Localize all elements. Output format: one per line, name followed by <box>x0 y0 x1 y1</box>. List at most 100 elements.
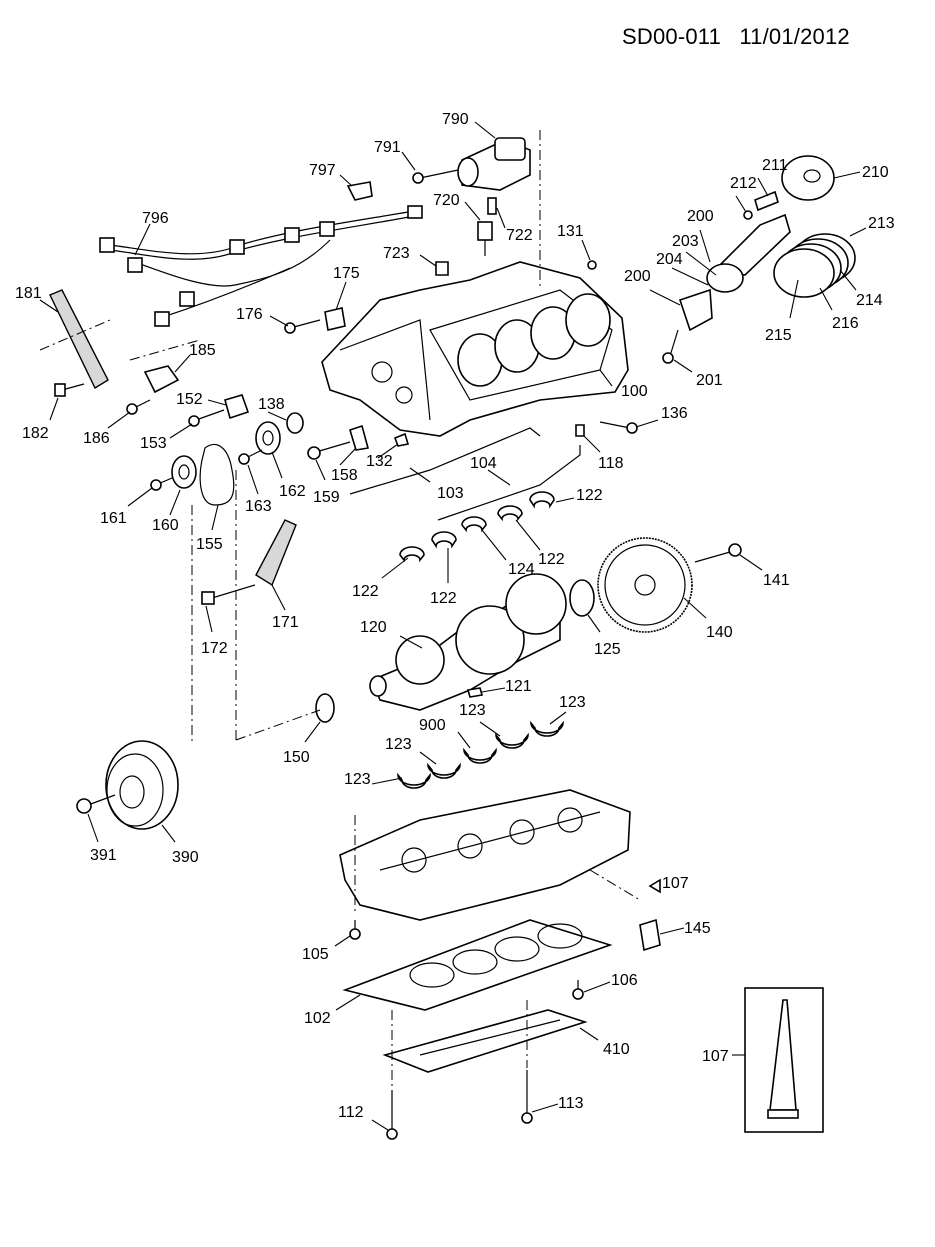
callout-214: 214 <box>856 292 883 309</box>
callout-160: 160 <box>152 517 179 534</box>
sprocket-162 <box>255 421 281 455</box>
rod-cap-200 <box>678 288 713 332</box>
callout-141: 141 <box>763 572 790 589</box>
callout-124: 124 <box>508 561 535 578</box>
callout-163: 163 <box>245 498 272 515</box>
sprocket-152 <box>224 394 250 420</box>
callout-186: 186 <box>83 430 110 447</box>
bolt-105 <box>349 920 361 940</box>
bolt-182 <box>54 383 85 397</box>
bolt-113 <box>521 1070 533 1124</box>
callout-720: 720 <box>433 192 460 209</box>
callout-131: 131 <box>557 223 584 240</box>
bolt-186 <box>126 399 151 415</box>
guide-158 <box>349 424 370 451</box>
callout-211: 211 <box>762 157 788 174</box>
harmonic-balancer <box>105 740 179 830</box>
callout-153: 153 <box>140 435 167 452</box>
timing-chain <box>199 443 235 506</box>
engine-block <box>321 261 629 437</box>
lower-bearings <box>397 720 564 789</box>
callout-203: 203 <box>672 233 699 250</box>
pin-retainer-212 <box>743 210 753 220</box>
timing-guide-171 <box>255 519 297 587</box>
bedplate <box>339 789 631 921</box>
callout-105: 105 <box>302 946 329 963</box>
callout-200b: 200 <box>624 268 651 285</box>
callout-120: 120 <box>360 619 387 636</box>
callout-900: 900 <box>419 717 446 734</box>
centerline <box>235 709 321 741</box>
callout-212: 212 <box>730 175 757 192</box>
doc-code: SD00-011 <box>622 24 722 49</box>
dowel-118 <box>575 424 585 437</box>
windage-tray <box>382 1009 588 1073</box>
centerline <box>589 869 641 901</box>
callout-722: 722 <box>506 227 533 244</box>
callout-796: 796 <box>142 210 169 227</box>
oil-tube-103 <box>437 445 581 521</box>
bolt-391 <box>76 794 116 814</box>
centerline <box>129 339 201 361</box>
callout-122a: 122 <box>576 487 603 504</box>
plug-132 <box>393 432 410 447</box>
oil-pan-gasket <box>342 919 613 1011</box>
callout-102: 102 <box>304 1010 331 1027</box>
callout-103: 103 <box>437 485 464 502</box>
callout-790: 790 <box>442 111 469 128</box>
callout-106: 106 <box>611 972 638 989</box>
piston-pin <box>754 190 779 212</box>
timing-guide-181 <box>49 289 109 390</box>
callout-158: 158 <box>331 467 358 484</box>
piston-rings <box>773 233 856 298</box>
callout-210: 210 <box>862 164 889 181</box>
callout-162: 162 <box>279 483 306 500</box>
callout-123d: 123 <box>344 771 371 788</box>
bolt-176 <box>284 319 321 334</box>
callout-215: 215 <box>765 327 792 344</box>
callout-112: 112 <box>338 1104 364 1121</box>
callout-labels: 790 791 797 720 722 131 796 723 175 176 … <box>15 111 895 1121</box>
callout-122b: 122 <box>538 551 565 568</box>
bolt-141 <box>694 543 742 563</box>
callout-204: 204 <box>656 251 683 268</box>
bolt-112 <box>386 1090 398 1140</box>
callout-723: 723 <box>383 245 410 262</box>
bolt-136 <box>599 421 638 434</box>
callout-118: 118 <box>598 455 624 472</box>
diagram-header: SD00-011 11/01/2012 <box>622 24 862 50</box>
starter-motor <box>457 137 531 191</box>
callout-132: 132 <box>366 453 393 470</box>
crankshaft <box>369 573 567 711</box>
callout-155: 155 <box>196 536 223 553</box>
callout-145: 145 <box>684 920 711 937</box>
harness-bracket <box>346 181 373 201</box>
bolt-153 <box>188 409 225 427</box>
bolt-163 <box>238 449 263 465</box>
callout-797: 797 <box>309 162 336 179</box>
crank-sprocket <box>171 455 197 489</box>
connecting-rod <box>706 213 791 293</box>
flexplate <box>597 537 693 633</box>
callout-175: 175 <box>333 265 360 282</box>
callout-172: 172 <box>201 640 228 657</box>
callout-123a: 123 <box>459 702 486 719</box>
callout-171: 171 <box>272 614 299 631</box>
starter-bolt <box>412 169 459 184</box>
tensioner-185 <box>143 365 180 394</box>
bolt-172 <box>201 584 256 605</box>
rod-bolt-201 <box>662 329 679 364</box>
callout-123b: 123 <box>559 694 586 711</box>
callout-390: 390 <box>172 849 199 866</box>
callout-107b: 107 <box>702 1048 729 1065</box>
callout-176: 176 <box>236 306 263 323</box>
knock-sensor <box>477 197 497 256</box>
callout-182: 182 <box>22 425 49 442</box>
centerline <box>39 319 111 351</box>
callout-391: 391 <box>90 847 117 864</box>
callout-200a: 200 <box>687 208 714 225</box>
callout-138: 138 <box>258 396 285 413</box>
oil-tube-104 <box>349 427 541 495</box>
sealant-arrow-107 <box>648 878 661 894</box>
